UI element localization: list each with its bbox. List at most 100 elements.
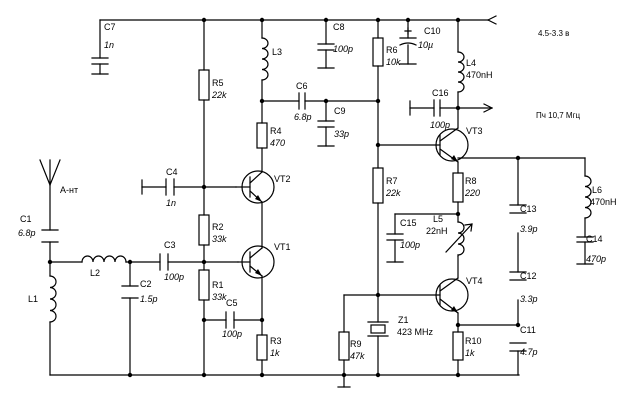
capacitor-c8: C8 100p — [317, 22, 353, 54]
c2-ref: C2 — [140, 279, 152, 289]
r2-ref: R2 — [212, 222, 224, 232]
c15-ref: C15 — [400, 218, 417, 228]
l5-ref: L5 — [433, 214, 443, 224]
vt2-ref: VT2 — [274, 174, 291, 184]
c13-value: 3.9p — [520, 224, 538, 234]
antenna: А-нт — [39, 159, 78, 195]
transistor-vt2: VT2 — [241, 170, 291, 204]
r8-value: 220 — [464, 188, 480, 198]
c7-ref: C7 — [104, 22, 116, 32]
inductor-l4: L4 470nH — [457, 51, 493, 93]
r1-ref: R1 — [212, 280, 224, 290]
r5-ref: R5 — [212, 78, 224, 88]
capacitor-c13: C13 3.9p — [509, 204, 538, 234]
resistor-r9: R9 47k — [338, 331, 365, 361]
ground-symbols — [91, 63, 594, 265]
z1-ref: Z1 — [398, 315, 409, 325]
capacitor-c14: C14 470p — [576, 234, 606, 264]
r4-value: 470 — [270, 138, 285, 148]
c10-ref: C10 — [424, 26, 441, 36]
capacitor-c3: C3 100p — [159, 240, 184, 282]
c16-value: 100p — [430, 120, 450, 130]
inductor-l5: L5 22nH — [426, 214, 473, 257]
vt1-ref: VT1 — [274, 242, 291, 252]
c11-ref: C11 — [520, 325, 536, 335]
c13-ref: C13 — [520, 204, 537, 214]
transistor-vt3: VT3 — [435, 126, 483, 163]
capacitor-c9: C9 33p — [317, 106, 349, 139]
r7-ref: R7 — [386, 176, 398, 186]
capacitor-c4: C4 1n — [165, 167, 178, 208]
c12-value: 3.3p — [520, 294, 538, 304]
c14-value: 470p — [586, 254, 606, 264]
r10-value: 1k — [465, 348, 475, 358]
c15-value: 100p — [400, 240, 420, 250]
c8-value: 100p — [333, 44, 353, 54]
resistor-r6: R6 10k — [372, 37, 401, 67]
c3-value: 100p — [164, 272, 184, 282]
supply-voltage-label: 4.5-3.3 в — [538, 29, 569, 38]
inductor-l2: L2 — [81, 255, 127, 278]
capacitor-c1: C1 6.8p — [18, 214, 59, 243]
c10-plus-icon — [404, 27, 412, 35]
r6-ref: R6 — [386, 45, 398, 55]
resistor-r5: R5 22k — [198, 69, 227, 101]
r2-value: 33k — [212, 234, 227, 244]
resistor-r4: R4 470 — [256, 122, 285, 149]
c5-value: 100p — [222, 329, 242, 339]
l2-ref: L2 — [90, 268, 100, 278]
r4-ref: R4 — [270, 126, 282, 136]
resistors: R5 22k R2 33k R1 33k R4 470 R3 1k R6 10k — [198, 37, 482, 361]
c12-ref: C12 — [520, 271, 537, 281]
capacitor-c16: C16 100p — [430, 88, 450, 130]
wires — [49, 15, 586, 388]
capacitors: C1 6.8p C2 1.5p C3 100p C4 1n C5 100p C6… — [18, 22, 606, 357]
transistors: VT2 VT1 VT3 VT4 — [241, 126, 483, 314]
z1-value: 423 MHz — [397, 327, 434, 337]
resistor-r8: R8 220 — [452, 172, 480, 203]
c4-value: 1n — [166, 198, 176, 208]
r6-value: 10k — [386, 57, 401, 67]
capacitor-c12: C12 3.3p — [509, 271, 538, 304]
inductor-l6: L6 470nH — [584, 175, 617, 219]
junctions — [47, 17, 521, 378]
c1-value: 6.8p — [18, 228, 36, 238]
r10-ref: R10 — [465, 336, 482, 346]
antenna-icon — [39, 159, 61, 186]
capacitor-c7: C7 1n — [91, 22, 116, 65]
resistor-r1: R1 33k — [198, 269, 227, 302]
c6-ref: C6 — [296, 81, 308, 91]
c16-ref: C16 — [432, 88, 449, 98]
capacitor-c6: C6 6.8p — [294, 81, 312, 122]
inductor-l1: L1 — [28, 275, 57, 323]
resistor-r3: R3 1k — [256, 334, 282, 361]
resistor-r10: R10 1k — [452, 331, 482, 361]
transistor-vt1: VT1 — [241, 242, 291, 279]
c9-ref: C9 — [334, 106, 346, 116]
r9-ref: R9 — [350, 339, 362, 349]
l1-ref: L1 — [28, 294, 38, 304]
r1-value: 33k — [212, 292, 227, 302]
resonator-z1: Z1 423 MHz — [367, 315, 434, 337]
capacitor-c11: C11 4.7p — [509, 325, 538, 357]
r8-ref: R8 — [465, 176, 477, 186]
capacitor-c5: C5 100p — [222, 298, 242, 339]
c10-value: 10µ — [418, 40, 433, 50]
antenna-label: А-нт — [60, 185, 78, 195]
l5-tuning-arrow-icon — [445, 223, 473, 253]
c1-ref: C1 — [20, 214, 32, 224]
vt3-ref: VT3 — [466, 126, 483, 136]
resistor-r7: R7 22k — [372, 167, 401, 204]
r7-value: 22k — [385, 188, 401, 198]
l6-ref: L6 — [592, 185, 602, 195]
c11-value: 4.7p — [520, 347, 538, 357]
c4-ref: C4 — [166, 167, 178, 177]
capacitor-c15: C15 100p — [386, 218, 420, 250]
l6-value: 470nH — [590, 197, 617, 207]
vt4-ref: VT4 — [466, 276, 483, 286]
l3-ref: L3 — [272, 47, 282, 57]
c9-value: 33p — [334, 129, 349, 139]
resistor-r2: R2 33k — [198, 214, 227, 246]
r3-ref: R3 — [270, 336, 282, 346]
